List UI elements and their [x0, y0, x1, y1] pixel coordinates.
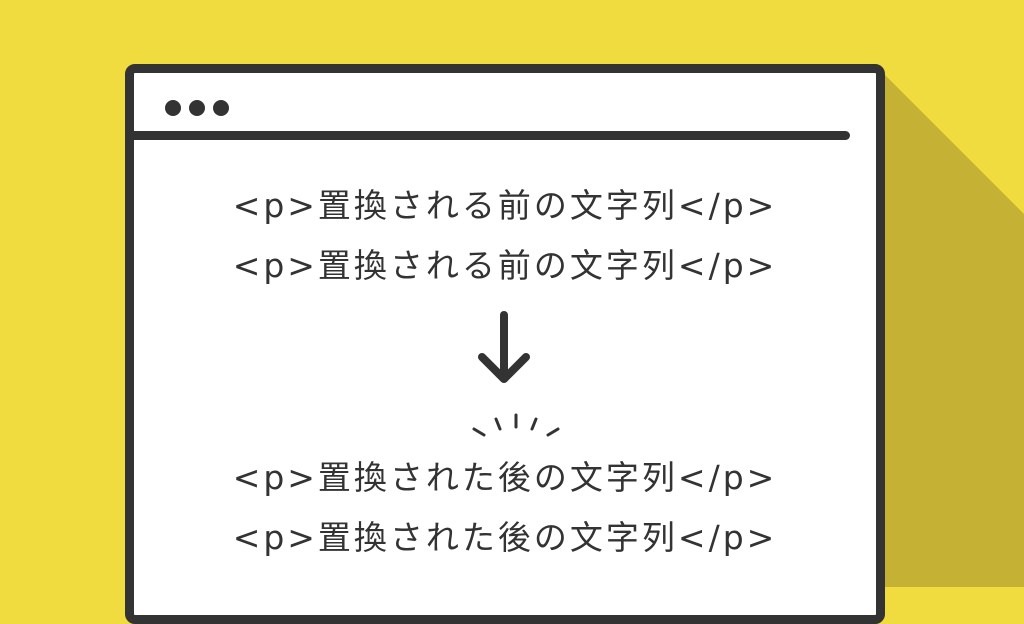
code-line-before: <p>置換される前の文字列</p>	[232, 246, 778, 285]
title-bar-divider	[134, 131, 850, 140]
code-line-before: <p>置換される前の文字列</p>	[232, 186, 778, 225]
three-dots-icon	[165, 100, 229, 116]
arrow-down-icon	[478, 311, 530, 383]
sparkle-lines-icon	[472, 413, 560, 437]
browser-window: <p>置換される前の文字列</p> <p>置換される前の文字列</p> <p>置…	[125, 64, 885, 624]
code-line-after: <p>置換された後の文字列</p>	[232, 518, 778, 557]
code-line-after: <p>置換された後の文字列</p>	[232, 458, 778, 497]
window-dot	[189, 100, 205, 116]
window-dot	[213, 100, 229, 116]
long-shadow	[880, 70, 1024, 587]
window-dot	[165, 100, 181, 116]
